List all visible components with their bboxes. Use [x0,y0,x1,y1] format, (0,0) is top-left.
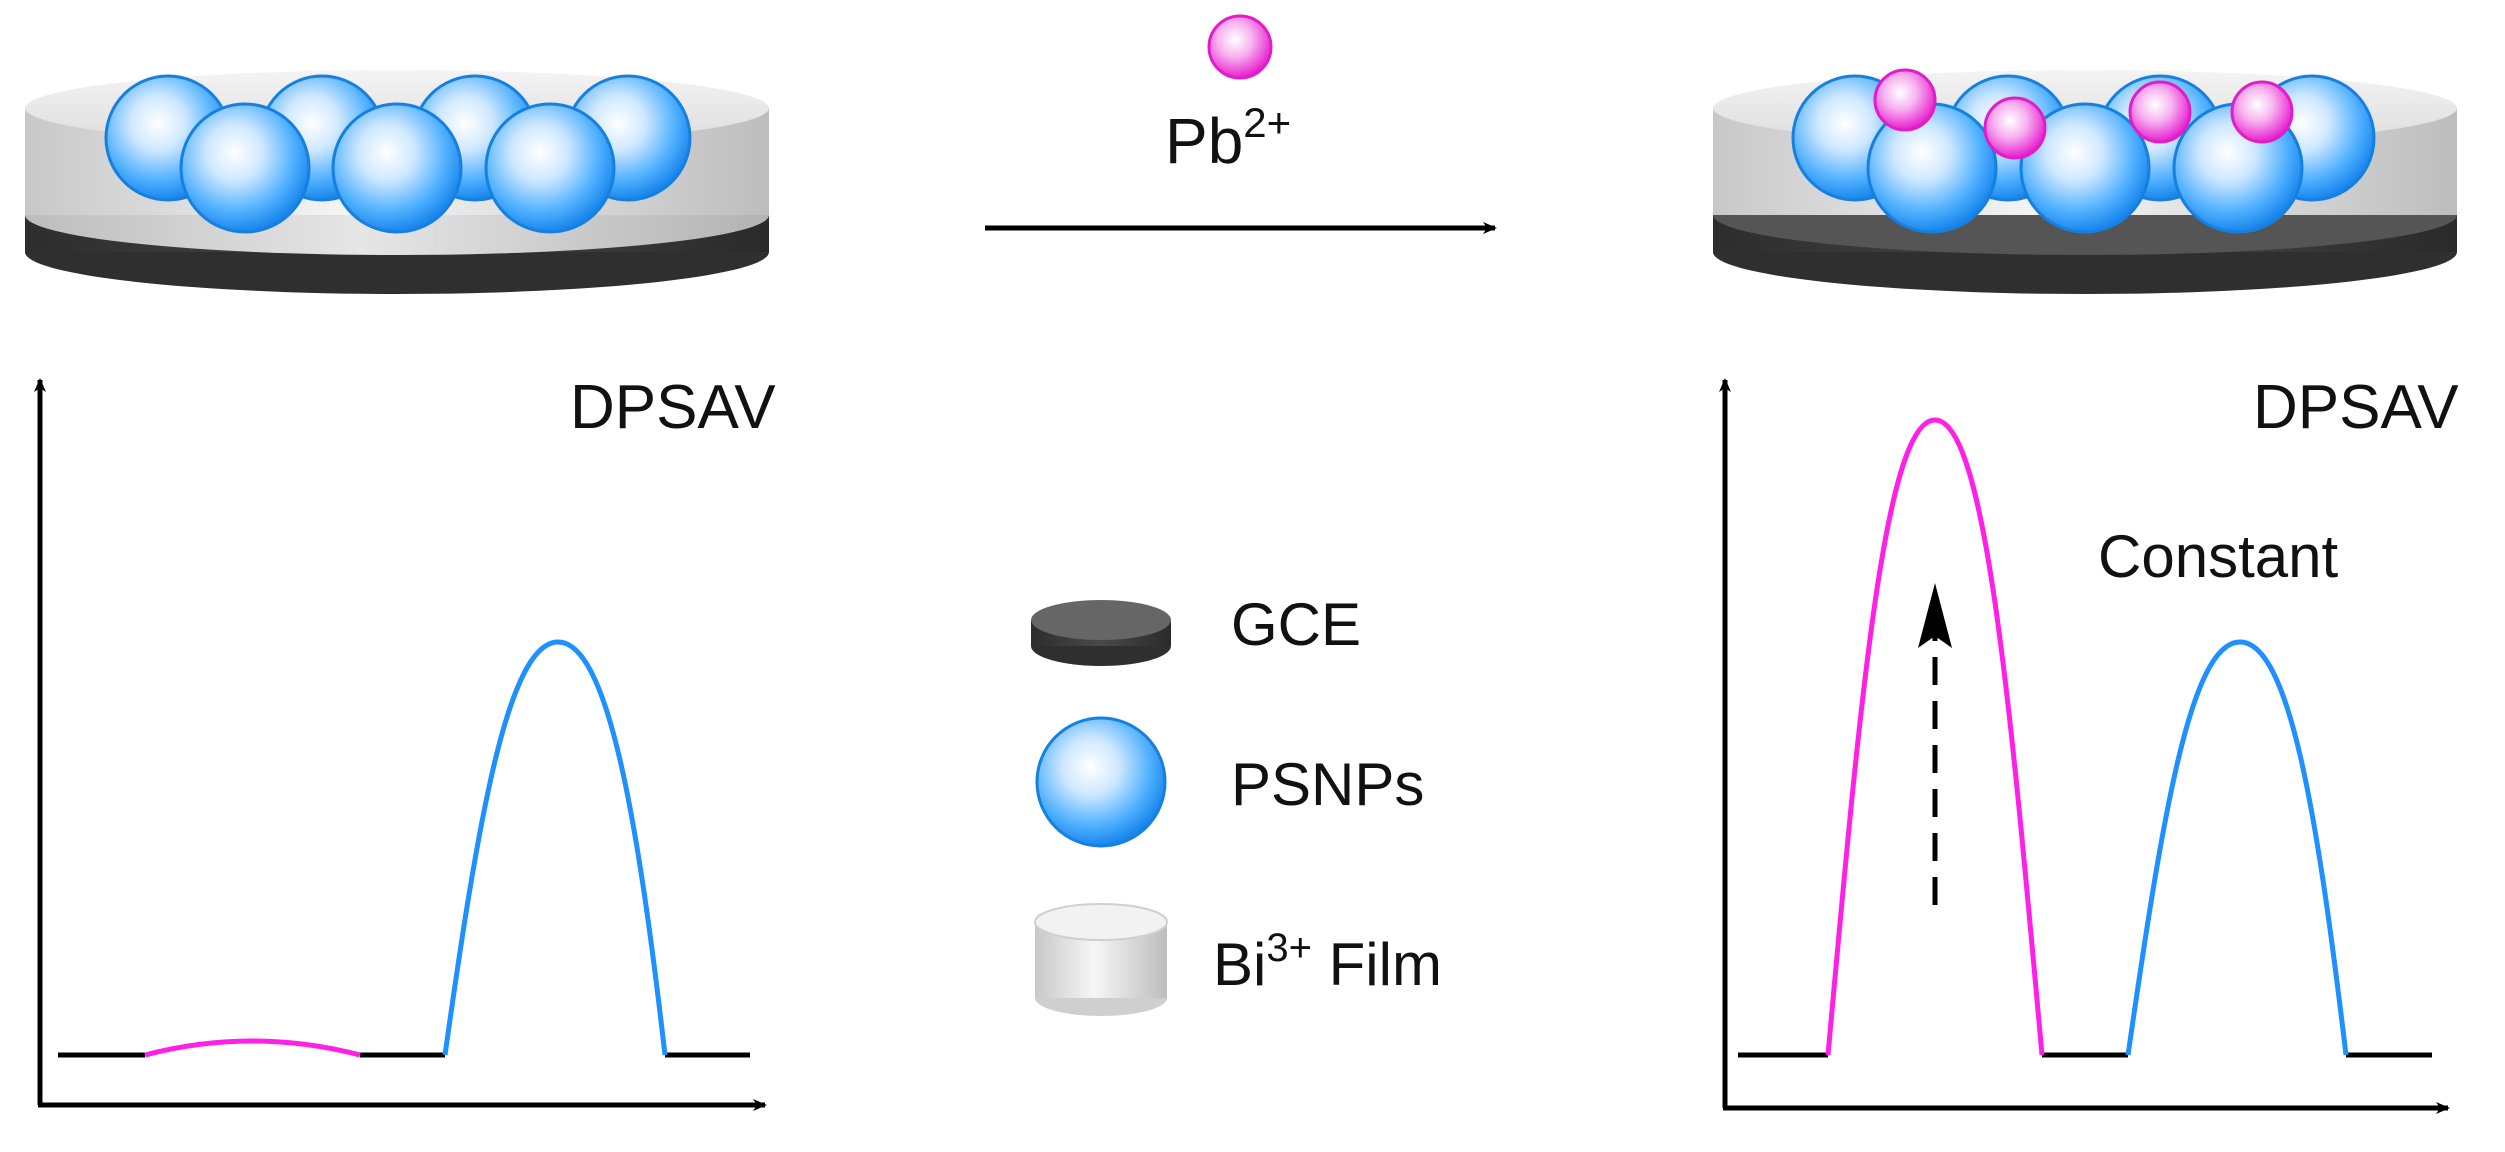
legend-item-psnps: PSNPs [1035,716,1424,848]
right-psnp-peak [2125,639,2349,1056]
bi-film-cylinder-icon [1034,903,1168,1016]
left-psnp-spheres [104,74,692,234]
legend-label-bi-film: Bi3+ Film [1213,926,1442,998]
pb-ion [2128,80,2192,144]
psnp-sphere [179,102,311,234]
legend-label-psnps: PSNPs [1231,751,1424,818]
legend-label-gce: GCE [1231,591,1361,658]
psnp-sphere [331,102,463,234]
pb-ion [2230,80,2294,144]
pb-ion-icon [1207,14,1273,80]
left-electrode [25,70,769,294]
left-voltammogram: DPSAV [34,373,776,1111]
left-technique-label: DPSAV [570,373,776,442]
right-constant-annotation: Constant [2098,523,2338,590]
right-pb-ions [1873,68,2294,160]
pb-ion [1983,96,2047,160]
legend-item-bi-film: Bi3+ Film [1034,903,1442,1016]
pb-ion [1873,68,1937,132]
left-psnp-peak [442,639,668,1056]
right-technique-label: DPSAV [2253,373,2459,442]
reaction-step: Pb2+ [985,14,1497,234]
right-voltammogram: DPSAV Constant [1719,373,2459,1114]
right-electrode [1713,68,2457,294]
psnp-sphere [484,102,616,234]
gce-disk-icon [1031,600,1171,666]
increase-arrow-head [1918,583,1952,648]
legend: GCE PSNPs Bi3+ Film [1031,591,1442,1016]
pb-ion-label: Pb2+ [1165,99,1291,177]
psnp-sphere-icon [1035,716,1167,848]
right-pb-peak [1825,417,2045,1056]
left-pb-peak [144,1038,361,1058]
legend-item-gce: GCE [1031,591,1361,666]
psnp-sphere [2019,102,2151,234]
